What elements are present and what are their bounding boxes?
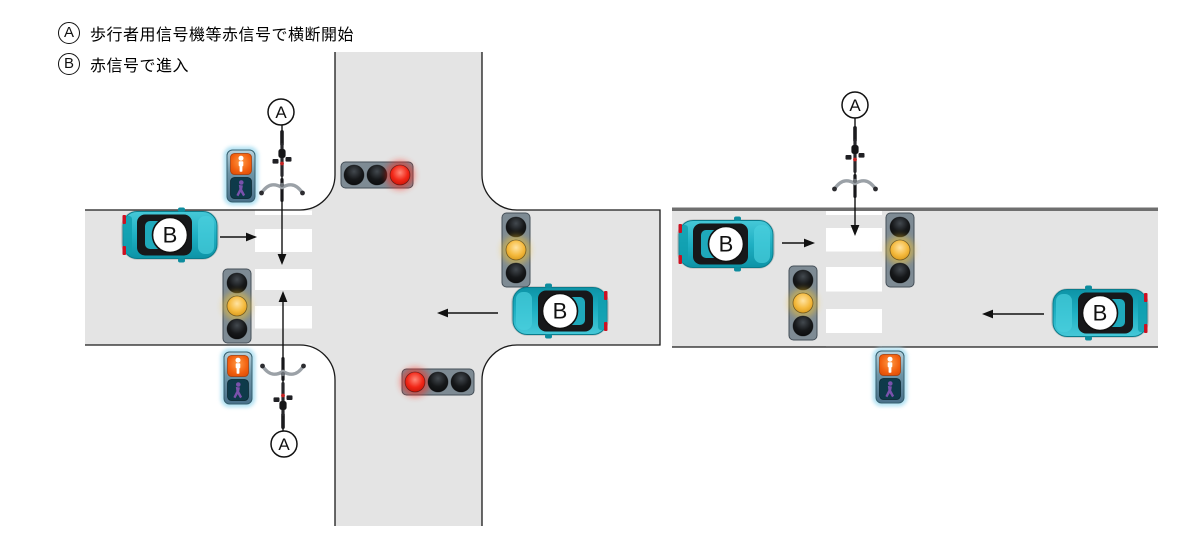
left-west-signal	[222, 268, 252, 344]
right-ped-signal-walking-person-icon	[885, 381, 895, 398]
left-label-a-top: A	[267, 98, 295, 126]
legend-item-b: B 赤信号で進入	[58, 51, 354, 76]
legend: A 歩行者用信号機等赤信号で横断開始 B 赤信号で進入	[58, 20, 354, 82]
left-north-ped-signal-walking-person-icon	[236, 180, 246, 197]
left-north-ped-signal-standing-person-icon	[238, 155, 244, 172]
left-car-westbound: B	[511, 283, 609, 339]
right-road-borders	[672, 207, 1158, 348]
left-cyclist-south	[260, 357, 306, 429]
legend-text-b: 赤信号で進入	[90, 57, 190, 75]
left-label-a-bottom: A	[270, 430, 298, 458]
right-car-arrow-east	[782, 238, 815, 248]
right-car-westbound: B	[1051, 285, 1149, 341]
right-ped-signal	[872, 347, 908, 407]
left-intersection-outline	[85, 52, 661, 526]
left-label-a-top-letter: A	[275, 103, 287, 122]
left-car-eastbound: B	[121, 207, 219, 263]
legend-text-a: 歩行者用信号機等赤信号で横断開始	[90, 26, 355, 44]
right-label-a-top: A	[841, 91, 869, 119]
left-south-ped-signal-walking-person-icon	[233, 382, 243, 399]
left-car-arrow-west	[437, 308, 498, 318]
left-north-ped-signal	[223, 146, 259, 206]
right-label-a-top-letter: A	[849, 96, 861, 115]
right-car-westbound-label: B	[1093, 301, 1108, 326]
right-car-eastbound: B	[677, 216, 775, 272]
legend-symbol-a: A	[58, 21, 80, 44]
legend-symbol-b: B	[58, 52, 80, 75]
left-car-arrow-east	[220, 232, 257, 242]
right-east-signal	[885, 212, 915, 288]
left-north-signal	[340, 160, 415, 190]
right-crosswalk	[826, 211, 882, 347]
left-label-a-bottom-letter: A	[278, 435, 290, 454]
left-car-westbound-label: B	[553, 299, 568, 324]
legend-item-a: A 歩行者用信号機等赤信号で横断開始	[58, 20, 354, 45]
left-intersection-road	[85, 52, 660, 526]
left-cyclist-north	[259, 130, 305, 202]
right-west-signal	[788, 265, 818, 341]
right-car-eastbound-label: B	[719, 232, 734, 257]
diagram-symbols: B B B B A A A	[121, 91, 1149, 458]
left-south-signal	[400, 367, 475, 397]
left-east-signal	[501, 212, 531, 288]
right-ped-signal-standing-person-icon	[887, 356, 893, 373]
right-car-arrow-west	[982, 309, 1044, 319]
left-south-ped-signal-standing-person-icon	[235, 357, 241, 374]
left-car-eastbound-label: B	[163, 223, 178, 248]
left-south-ped-signal	[220, 348, 256, 408]
right-cyclist-north	[832, 126, 878, 198]
